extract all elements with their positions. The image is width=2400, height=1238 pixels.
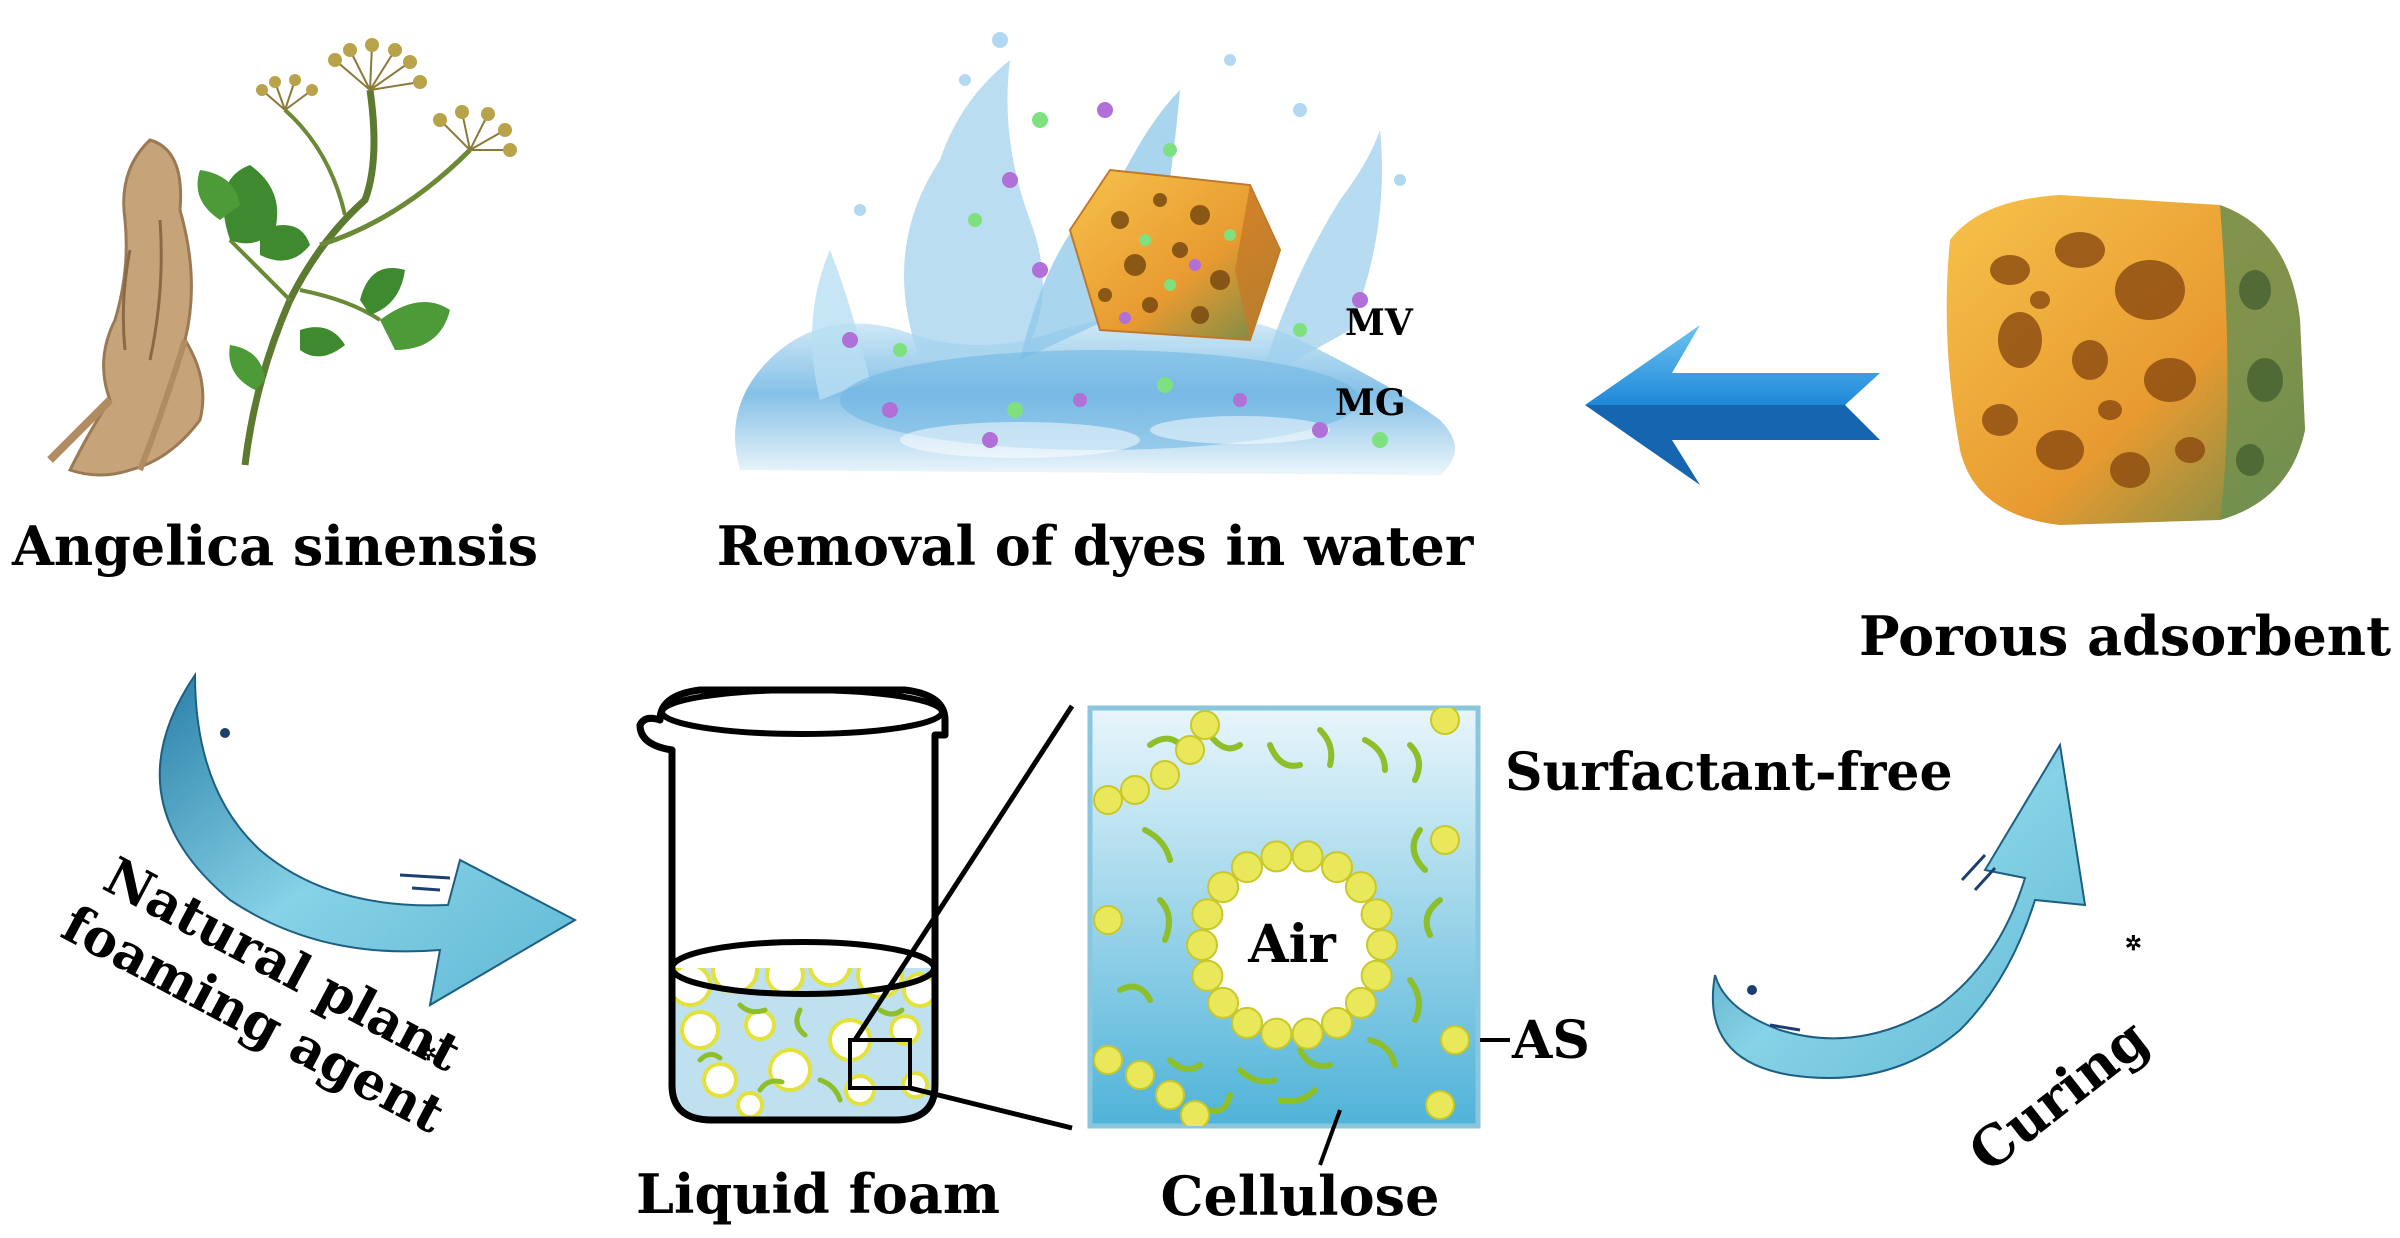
curved-arrow-curing: [1711, 742, 2087, 1079]
as-bead: [1191, 898, 1224, 931]
as-bead: [1260, 840, 1293, 873]
as-bead: [1321, 1006, 1353, 1039]
sparkle-icon: ✲: [420, 1041, 437, 1065]
label-porous-adsorbent: Porous adsorbent: [1859, 604, 2391, 668]
angelica-plant-illustration: [197, 38, 517, 466]
zoom-line-top: [852, 704, 1075, 1042]
beaker-icon: [636, 686, 949, 1124]
as-bead: [1260, 1017, 1293, 1050]
as-bead: [1344, 986, 1377, 1019]
label-cellulose: Cellulose: [1161, 1164, 1440, 1228]
label-removal-of-dyes: Removal of dyes in water: [717, 514, 1474, 578]
as-beads: [1093, 708, 1470, 1126]
porous-sponge-icon: [1946, 195, 2305, 525]
label-angelica-sinensis: Angelica sinensis: [11, 514, 538, 578]
as-bead: [1231, 1006, 1263, 1039]
water-splash-illustration: [735, 32, 1455, 475]
cellulose-pointer-line: [1318, 1109, 1342, 1166]
as-bead: [1207, 986, 1240, 1019]
as-bead: [1291, 1017, 1324, 1050]
air-bubble: [1186, 840, 1398, 1050]
label-air: Air: [1247, 914, 1336, 975]
label-mg: MG: [1335, 382, 1406, 424]
label-as: AS: [1511, 1010, 1590, 1071]
as-bead: [1207, 871, 1240, 904]
label-surfactant-free: Surfactant-free: [1505, 742, 1953, 803]
label-liquid-foam: Liquid foam: [636, 1162, 1000, 1226]
as-bead: [1191, 959, 1224, 992]
as-bead: [1344, 871, 1377, 904]
as-bead: [1360, 959, 1393, 992]
sparkle-icon: ✲: [2125, 931, 2142, 955]
curved-arrow-foaming-agent: [158, 671, 578, 1007]
as-bead: [1321, 851, 1353, 884]
as-bead: [1366, 929, 1398, 961]
zoom-line-bottom: [909, 1085, 1073, 1131]
angelica-root-illustration: [47, 138, 205, 477]
label-mv: MV: [1345, 302, 1414, 344]
small-sponge-icon: [1068, 168, 1282, 342]
as-bead: [1231, 851, 1263, 884]
as-bead: [1186, 929, 1218, 961]
label-curing: Curing: [1957, 1006, 2160, 1185]
as-bead: [1360, 898, 1393, 931]
left-arrow-icon: [1585, 325, 1880, 485]
zoomed-foam-inset: [1087, 705, 1481, 1129]
as-bead: [1291, 840, 1324, 873]
